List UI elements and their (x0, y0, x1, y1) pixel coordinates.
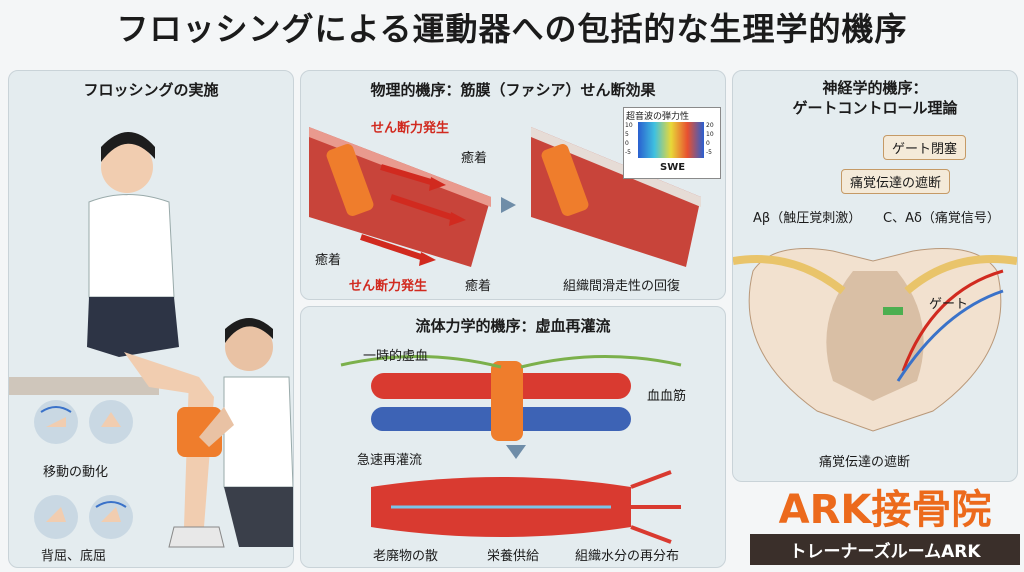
physical-panel: 物理的機序：筋膜（ファシア）せん断効果 せん断力発生 癒着 癒着 癒着 せん断力… (300, 70, 726, 300)
brand-subtitle: トレーナーズルームARK (750, 534, 1020, 565)
vessel-label: 血血筋 (647, 389, 687, 404)
flossing-heading: フロッシングの実施 (83, 81, 219, 99)
swe-left-tick: 0 (625, 140, 629, 147)
flossing-panel: フロッシングの実施 移動の動化 背屈、底屈 (8, 70, 294, 568)
flossing-illustration (9, 132, 293, 548)
foot-icon-grid (34, 400, 133, 539)
vessel-illustration (340, 354, 682, 544)
fluid-panel: 流体力学的機序：虚血再灌流 一時的虚血 血血筋 急速再灌流 老廃物の散 栄養供給… (300, 306, 726, 568)
adhesion-label-1: 癒着 (461, 151, 488, 166)
brand-name: ARK接骨院 (778, 487, 992, 533)
redistribution-label: 組織水分の再分布 (575, 549, 680, 564)
fascia-illustration (309, 127, 701, 267)
swe-left-tick: 10 (625, 122, 633, 129)
swe-right-tick: 0 (706, 140, 710, 147)
physical-heading: 物理的機序：筋膜（ファシア）せん断効果 (370, 81, 656, 99)
swe-inset: 超音波の弾力性 10 5 0 -5 20 10 0 -5 SWE (623, 107, 721, 179)
adhesion-label-2: 癒着 (315, 253, 342, 268)
neuro-panel: 神経学的機序： ゲートコントロール理論 ゲート閉塞 痛覚伝達の遮断 Aβ（触圧覚… (732, 70, 1018, 482)
adhesion-label-3: 癒着 (465, 279, 492, 294)
fluid-heading: 流体力学的機序：虚血再灌流 (415, 317, 611, 335)
swe-right-tick: -5 (706, 149, 712, 156)
swe-title: 超音波の弾力性 (626, 112, 690, 122)
brand-block: ARK接骨院 トレーナーズルームARK (750, 488, 1020, 565)
gate-closed-badge: ゲート閉塞 (883, 135, 967, 160)
swe-right-tick: 20 (706, 122, 714, 129)
swe-right-tick: 10 (706, 131, 714, 138)
c-adelta-label: C、Aδ（痛覚信号） (883, 211, 1000, 226)
page-title: フロッシングによる運動器への包括的な生理学的機序 (116, 10, 908, 48)
pain-block-bottom-label: 痛覚伝達の遮断 (819, 455, 911, 470)
shear-bottom-label: せん断力発生 (349, 279, 428, 294)
swe-left-ticks: 10 5 0 -5 (625, 121, 633, 157)
pain-block-top-badge: 痛覚伝達の遮断 (841, 169, 951, 194)
gate-label: ゲート (929, 297, 969, 312)
recovery-label: 組織間滑走性の回復 (563, 279, 681, 294)
swe-left-tick: 5 (625, 131, 629, 138)
waste-label: 老廃物の散 (373, 549, 439, 564)
swe-right-ticks: 20 10 0 -5 (706, 121, 714, 157)
shear-top-label: せん断力発生 (371, 121, 450, 136)
neuro-heading-2: ゲートコントロール理論 (792, 99, 958, 117)
a-beta-label: Aβ（触圧覚刺激） (753, 211, 862, 226)
neuro-heading-1: 神経学的機序： (822, 79, 928, 97)
spinal-cord-illustration (733, 248, 1017, 432)
flexion-label: 背屈、底屈 (41, 549, 107, 564)
ischemia-label: 一時的虚血 (363, 349, 429, 364)
nutrition-label: 栄養供給 (487, 549, 540, 564)
swe-label: SWE (660, 162, 686, 173)
reperfusion-label: 急速再灌流 (357, 453, 423, 468)
swe-left-tick: -5 (625, 149, 631, 156)
movement-label: 移動の動化 (43, 465, 109, 480)
swe-heatmap (638, 122, 704, 158)
